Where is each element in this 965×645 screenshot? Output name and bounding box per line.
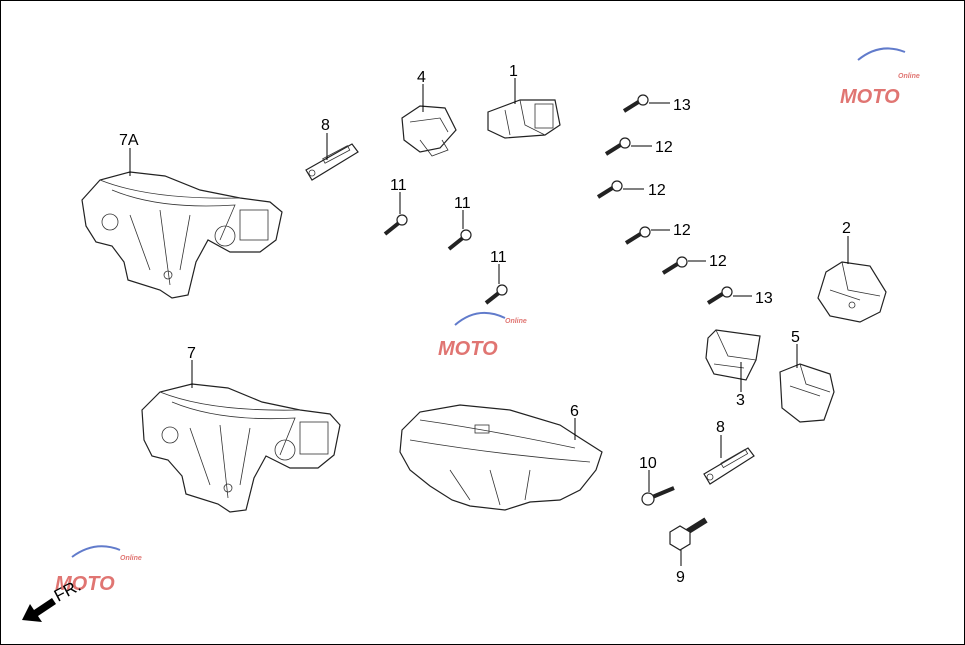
screw-12 [624,226,670,245]
leader-lines [129,78,849,458]
callout-11: 11 [454,195,471,212]
callout-12: 12 [655,139,673,156]
bolt-9 [669,517,708,566]
callout-9: 9 [676,569,685,586]
callout-3: 3 [736,392,745,409]
part-8-plate [305,143,359,181]
part-5-switch [779,363,835,423]
callout-7a: 7A [119,132,139,149]
screw-11 [484,264,508,305]
screw-12 [661,256,706,275]
part-6-rear-cover [399,404,603,511]
svg-text:MOTO: MOTO [55,573,115,595]
callout-11: 11 [490,249,507,266]
svg-text:Online: Online [120,555,142,562]
watermark-logo: MOTO Online [438,311,527,360]
svg-text:MOTO: MOTO [438,338,498,360]
screw-13 [706,286,752,305]
screw-11 [447,210,472,251]
svg-text:Online: Online [898,73,920,80]
callout-12: 12 [673,222,691,239]
part-4-switch [401,105,457,157]
callout-7: 7 [187,345,196,362]
callout-12: 12 [709,253,727,270]
part-3-switch [705,329,761,381]
callout-6: 6 [570,403,579,420]
callout-13: 13 [755,290,773,307]
screw-11 [383,192,408,236]
callout-2: 2 [842,220,851,237]
part-7-handlebar-cover [141,383,341,513]
callout-8: 8 [716,419,725,436]
callout-8: 8 [321,117,330,134]
callout-labels: 1 2 3 4 5 6 7 7A 8 8 9 10 11 11 11 12 12… [119,63,851,586]
part-8-plate [703,447,755,485]
screw-12 [596,180,644,199]
callout-12: 12 [648,182,666,199]
part-2-switch [817,261,887,323]
bolt-10 [641,470,675,506]
screw-13 [622,94,670,113]
part-7a-handlebar-cover [81,171,283,299]
callout-11: 11 [390,177,407,194]
front-direction-indicator: FR. [22,576,84,622]
svg-text:Online: Online [505,318,527,325]
watermark-logo: MOTO Online [55,545,142,595]
callout-4: 4 [417,69,426,86]
screw-12 [604,137,652,156]
front-arrow-icon [22,598,56,622]
callout-5: 5 [791,329,800,346]
callout-13: 13 [673,97,691,114]
callout-10: 10 [639,455,657,472]
watermark-logo: MOTO Online [840,47,920,108]
svg-text:MOTO: MOTO [840,86,900,108]
part-1-switch [487,99,561,139]
callout-1: 1 [509,63,518,80]
